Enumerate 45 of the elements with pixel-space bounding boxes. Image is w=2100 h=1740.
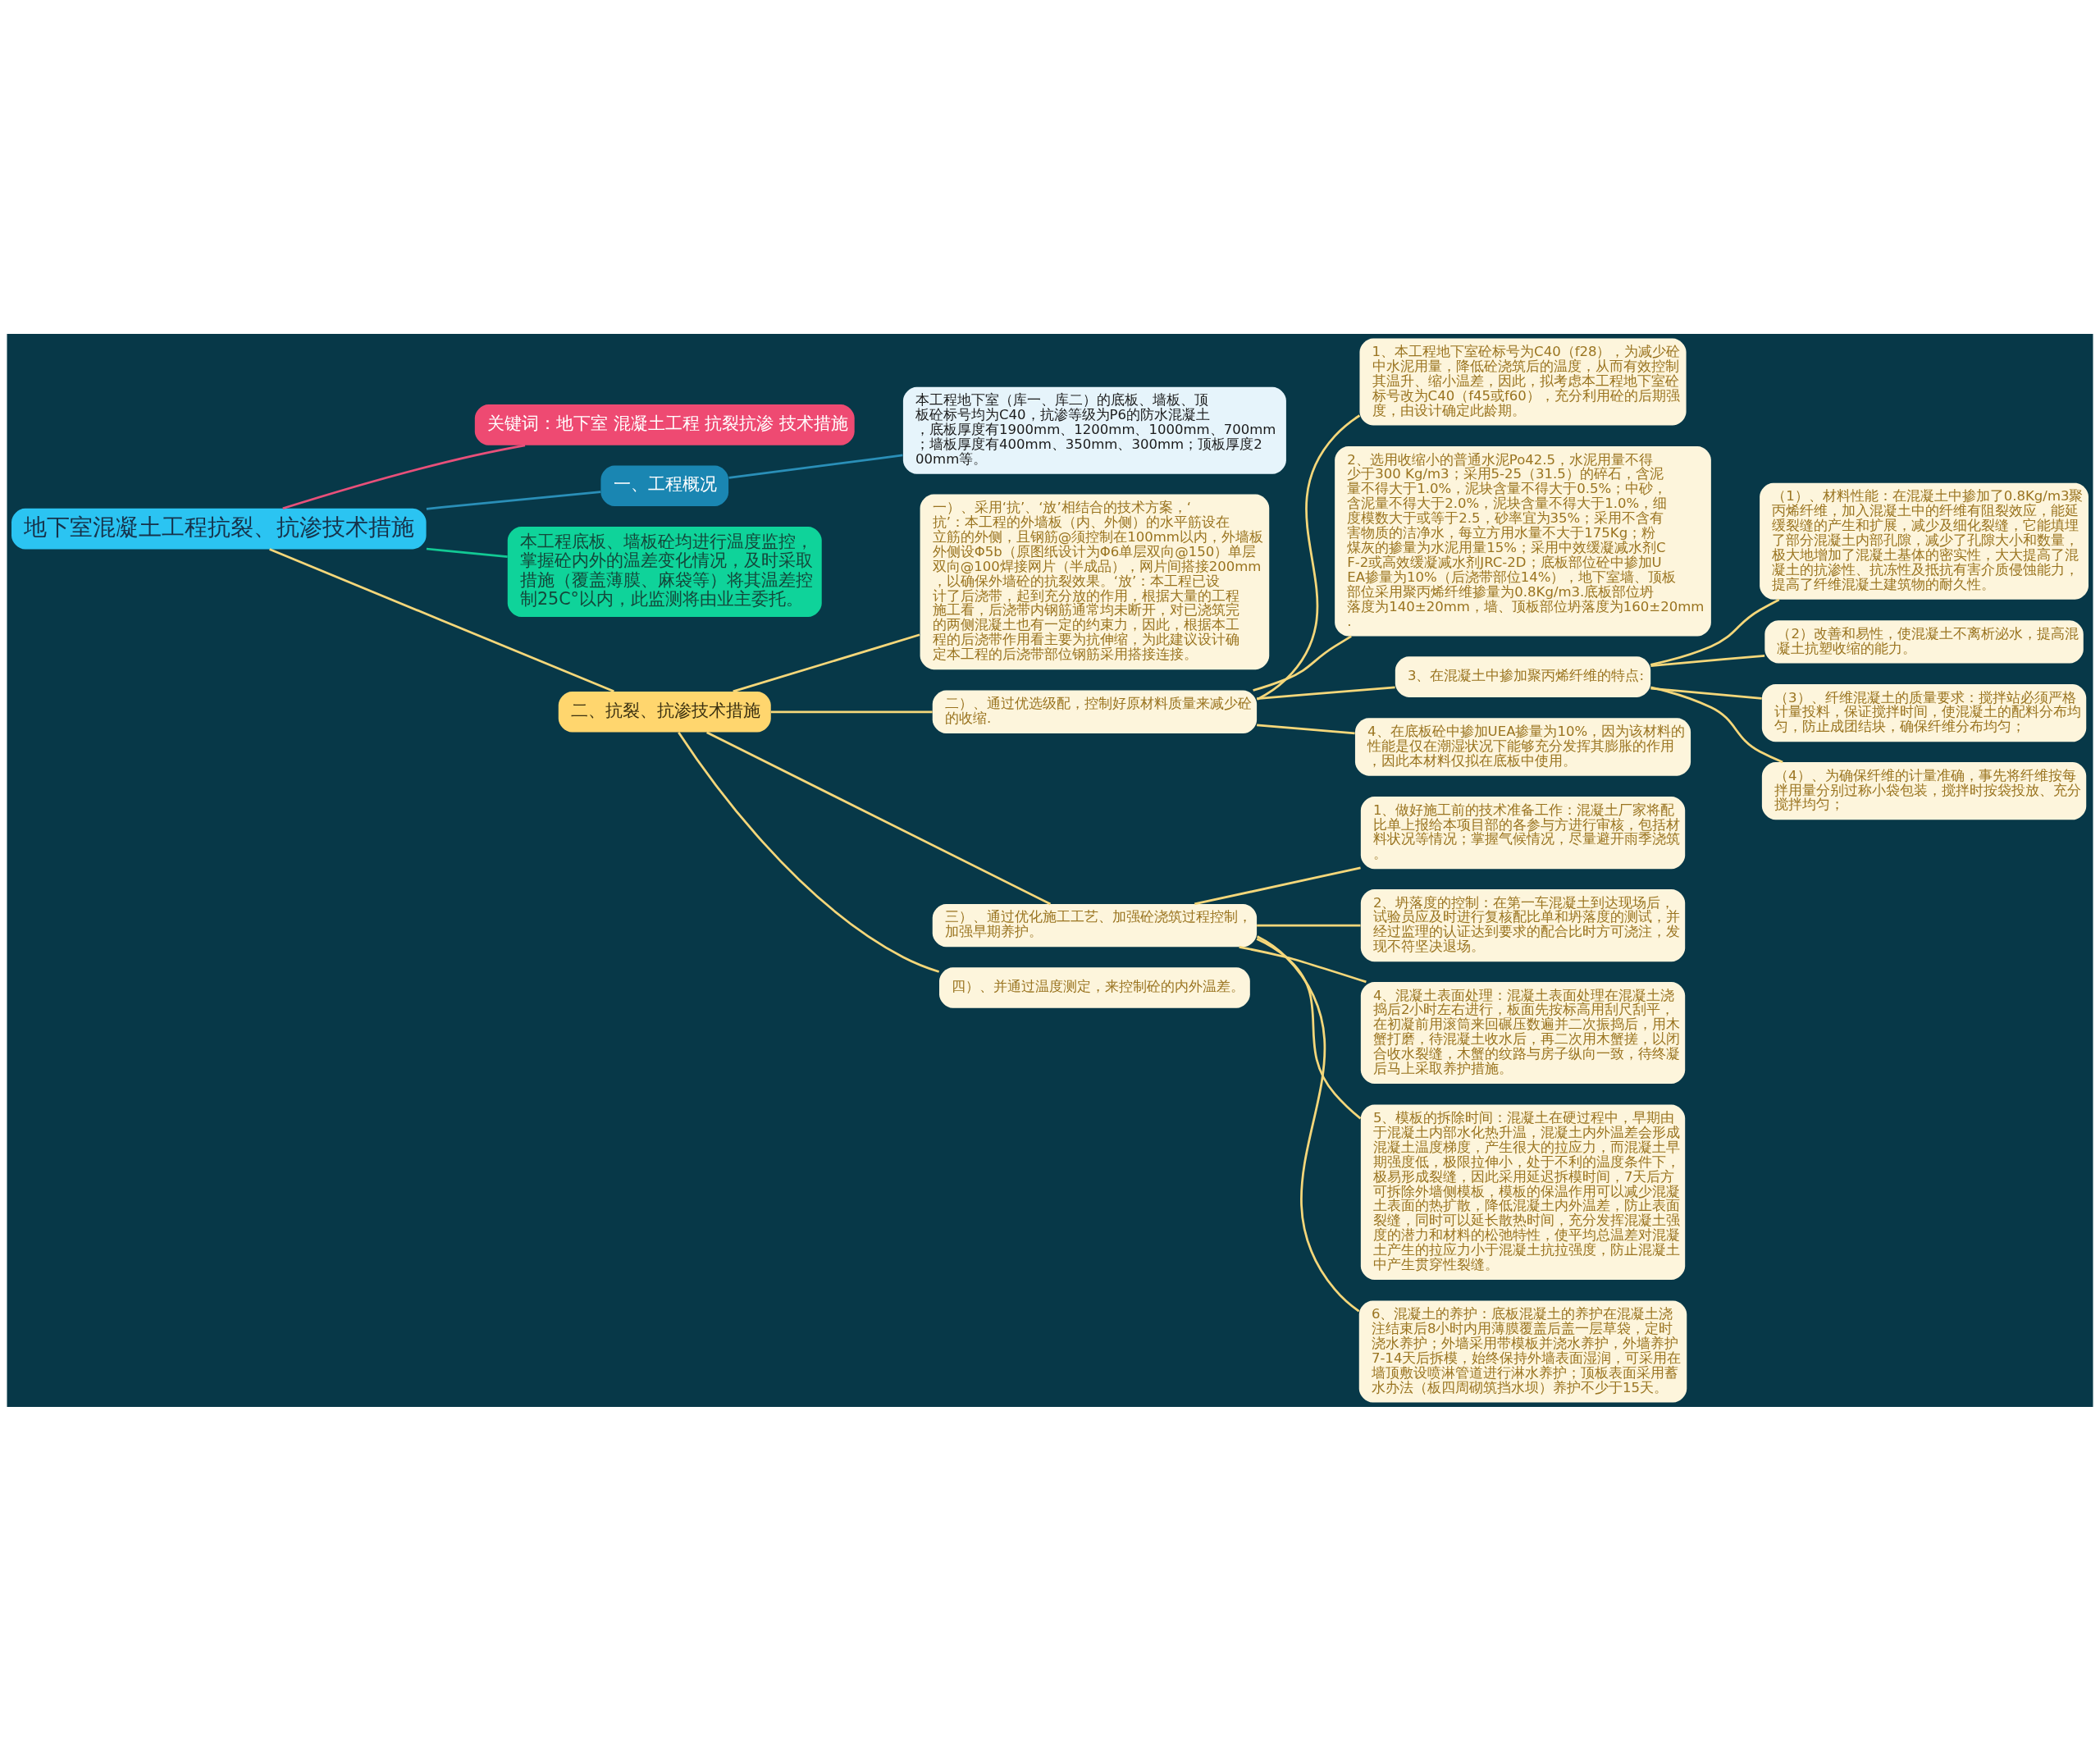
connector (733, 633, 920, 692)
node-box: （1）、材料性能：在混凝土中掺加了0.8Kg/m3聚丙烯纤维，加入混凝土中的纤维有阻裂效应，能延缓裂缝的产生和扩展，减少及细化裂缝，它能填埋了部分混凝土内部孔隙，减少了孔隙大小和数量，极大地增加了混凝土基体的密实性，大大提高了混凝土的抗渗性、抗冻性及抵抗有害介质侵蚀能力，提高了纤维混凝土建筑物的耐久性。 (1760, 482, 2089, 600)
node-box: 4、在底板砼中掺加UEA掺量为10%，因为该材料的性能是仅在潮湿状况下能够充分发挥其膨胀的作用，因此本材料仅拟在底板中使用。 (1354, 717, 1691, 776)
connector (770, 710, 933, 713)
connector (706, 731, 1052, 905)
node-box: （2）改善和易性，使混凝土不离析泌水，提高混凝土抗塑收缩的能力。 (1764, 619, 2084, 664)
node-box: 二）、通过优选级配，控制好原材料质量来减少砼的收缩. (932, 690, 1258, 733)
connector (282, 443, 526, 509)
connector (1256, 934, 1360, 1313)
node-box: 四）、并通过温度测定，来控制砼的内外温差。 (939, 966, 1250, 1008)
node-box: 3、在混凝土中掺加聚丙烯纤维的特点: (1395, 655, 1651, 697)
node-box: 2、选用收缩小的普通水泥Po42.5，水泥用量不得少于300 Kg/m3；采用5-25（31.5）的碎石，含泥量不得大于1.0%，泥块含量不得大于0.5%；中砂，含泥量不得大于2.0%，泥块含量不得大于1.0%，细度模数大于或等于2.5，砂率宜为35%；采用不含有害物质的洁净水，每立方用水量不大于175Kg；粉煤灰的掺量为水泥用量15%；采用中效缓凝减水剂CF-2或高效缓凝减水剂JRC-2D；底板部位砼中掺加UEA掺量为10%（后浇带部位14%），地下室墙、顶板部位采用聚丙烯纤维掺量为0.8Kg/m3.底板部位坍落度为140±20mm，墙、顶板部位坍落度为160±20mm. (1335, 445, 1711, 636)
connector (1257, 685, 1395, 700)
connector (426, 490, 601, 510)
connector (1257, 724, 1355, 734)
node-box: 二、抗裂、抗渗技术措施 (558, 691, 771, 733)
node-box: 6、混凝土的养护：底板混凝土的养护在混凝土浇注结束后8小时内用薄膜覆盖后盖一层草袋，定时浇水养护；外墙采用带模板并浇水养护，外墙养护7-14天后拆模，始终保持外墙表面湿润，可采用在墙顶敷设喷淋管道进行淋水养护；顶板表面采用蓄水办法（板四周砌筑挡水坝）养护不少于15天。 (1358, 1300, 1687, 1402)
node-box: 地下室混凝土工程抗裂、抗渗技术措施 (11, 508, 427, 549)
node-box: 本工程底板、墙板砼均进行温度监控，掌握砼内外的温差变化情况，及时采取措施（覆盖薄膜、麻袋等）将其温差控制25C°以内，此监测将由业主委托。 (507, 526, 822, 617)
node-box: 本工程地下室（库一、库二）的底板、墙板、顶板砼标号均为C40，抗渗等级为P6的防水混凝土，底板厚度有1900mm、1200mm、1000mm、700mm；墙板厚度有400mm、350mm、300mm；顶板厚度200mm等。 (902, 386, 1286, 474)
connector (426, 547, 508, 558)
node-box: （4）、为确保纤维的计量准确，事先将纤维按每拌用量分别过称小袋包装，搅拌时按袋投放、充分搅拌均匀； (1761, 761, 2087, 820)
connector (1194, 866, 1361, 905)
node-box: 2、坍落度的控制：在第一车混凝土到达现场后，试验员应及时进行复核配比单和坍落度的测试，并经过监理的认证达到要求的配合比时方可浇注，发现不符坚决退场。 (1360, 888, 1686, 961)
connector (678, 731, 940, 973)
connector (1650, 654, 1765, 667)
connector (1650, 687, 1762, 700)
connector (1239, 945, 1367, 983)
connector (728, 454, 903, 479)
connector (1253, 635, 1352, 692)
node-box: 1、做好施工前的技术准备工作：混凝土厂家将配比单上报给本项目部的各参与方进行审核，包括材料状况等情况；掌握气候情况，尽量避开雨季浇筑。 (1360, 796, 1686, 869)
node-box: （3）、纤维混凝土的质量要求：搅拌站必须严格计量投料，保证搅拌时间，使混凝土的配料分布均匀，防止成团结块，确保纤维分布均匀； (1761, 683, 2087, 742)
connector (1256, 937, 1362, 1119)
node-box: 4、混凝土表面处理：混凝土表面处理在混凝土浇捣后2小时左右进行，板面先按标高用刮尺刮平，在初凝前用滚筒来回碾压数遍并二次振捣后，用木蟹打磨，待混凝土收水后，再二次用木蟹搓，以闭合收水裂缝，木蟹的纹路与房子纵向一致，待终凝后马上采取养护措施。 (1360, 981, 1686, 1084)
node-box: 一、工程概况 (600, 465, 729, 506)
connector (1256, 413, 1361, 701)
node-box: 5、模板的拆除时间：混凝土在硬过程中，早期由于混凝土内部水化热升温，混凝土内外温差会形成混凝土温度梯度，产生很大的拉应力，而混凝土早期强度低，极限拉伸小，处于不利的温度条件下，极易形成裂缝，因此采用延迟拆模时间，7天后方可拆除外墙侧模板，模板的保温作用可以减少混凝土表面的热扩散，降低混凝土内外温差，防止表面裂缝，同时可以延长散热时间，充分发挥混凝土强度的潜力和材料的松弛特性，使平均总温差对混凝土产生的拉应力小于混凝土抗拉强度，防止混凝土中产生贯穿性裂缝。 (1360, 1104, 1686, 1280)
connector (1650, 686, 1783, 763)
node-box: 关键词：地下室 混凝土工程 抗裂抗渗 技术措施 (474, 404, 855, 445)
node-box: 一）、采用‘抗’、‘放’相结合的技术方案，‘抗’：本工程的外墙板（内、外侧）的水平筋设在立筋的外侧，且钢筋@须控制在100mm以内，外墙板外侧设Φ5b（原图纸设计为Φ6单层双向@150）单层双向@100焊接网片（半成品），网片间搭接200mm，以确保外墙砼的抗裂效果。‘放’：本工程已设计了后浇带，起到充分放的作用，根据大量的工程施工看，后浇带内钢筋通常均未断开，对已浇筑完的两侧混凝土也有一定的约束力，因此，根据本工程的后浇带作用看主要为抗伸缩，为此建议设计确定本工程的后浇带部位钢筋采用搭接连接。 (920, 494, 1270, 669)
node-box: 三）、通过优化施工工艺、加强砼浇筑过程控制，加强早期养护。 (932, 903, 1258, 947)
node-box: 1、本工程地下室砼标号为C40（f28），为减少砼中水泥用量，降低砼浇筑后的温度，从而有效控制其温升、缩小温差，因此，拟考虑本工程地下室砼标号改为C40（f45或f60），充分利用砼的后期强度，由设计确定此龄期。 (1359, 338, 1687, 426)
connector (1257, 924, 1361, 927)
connector (1650, 598, 1780, 666)
connector (269, 547, 614, 692)
